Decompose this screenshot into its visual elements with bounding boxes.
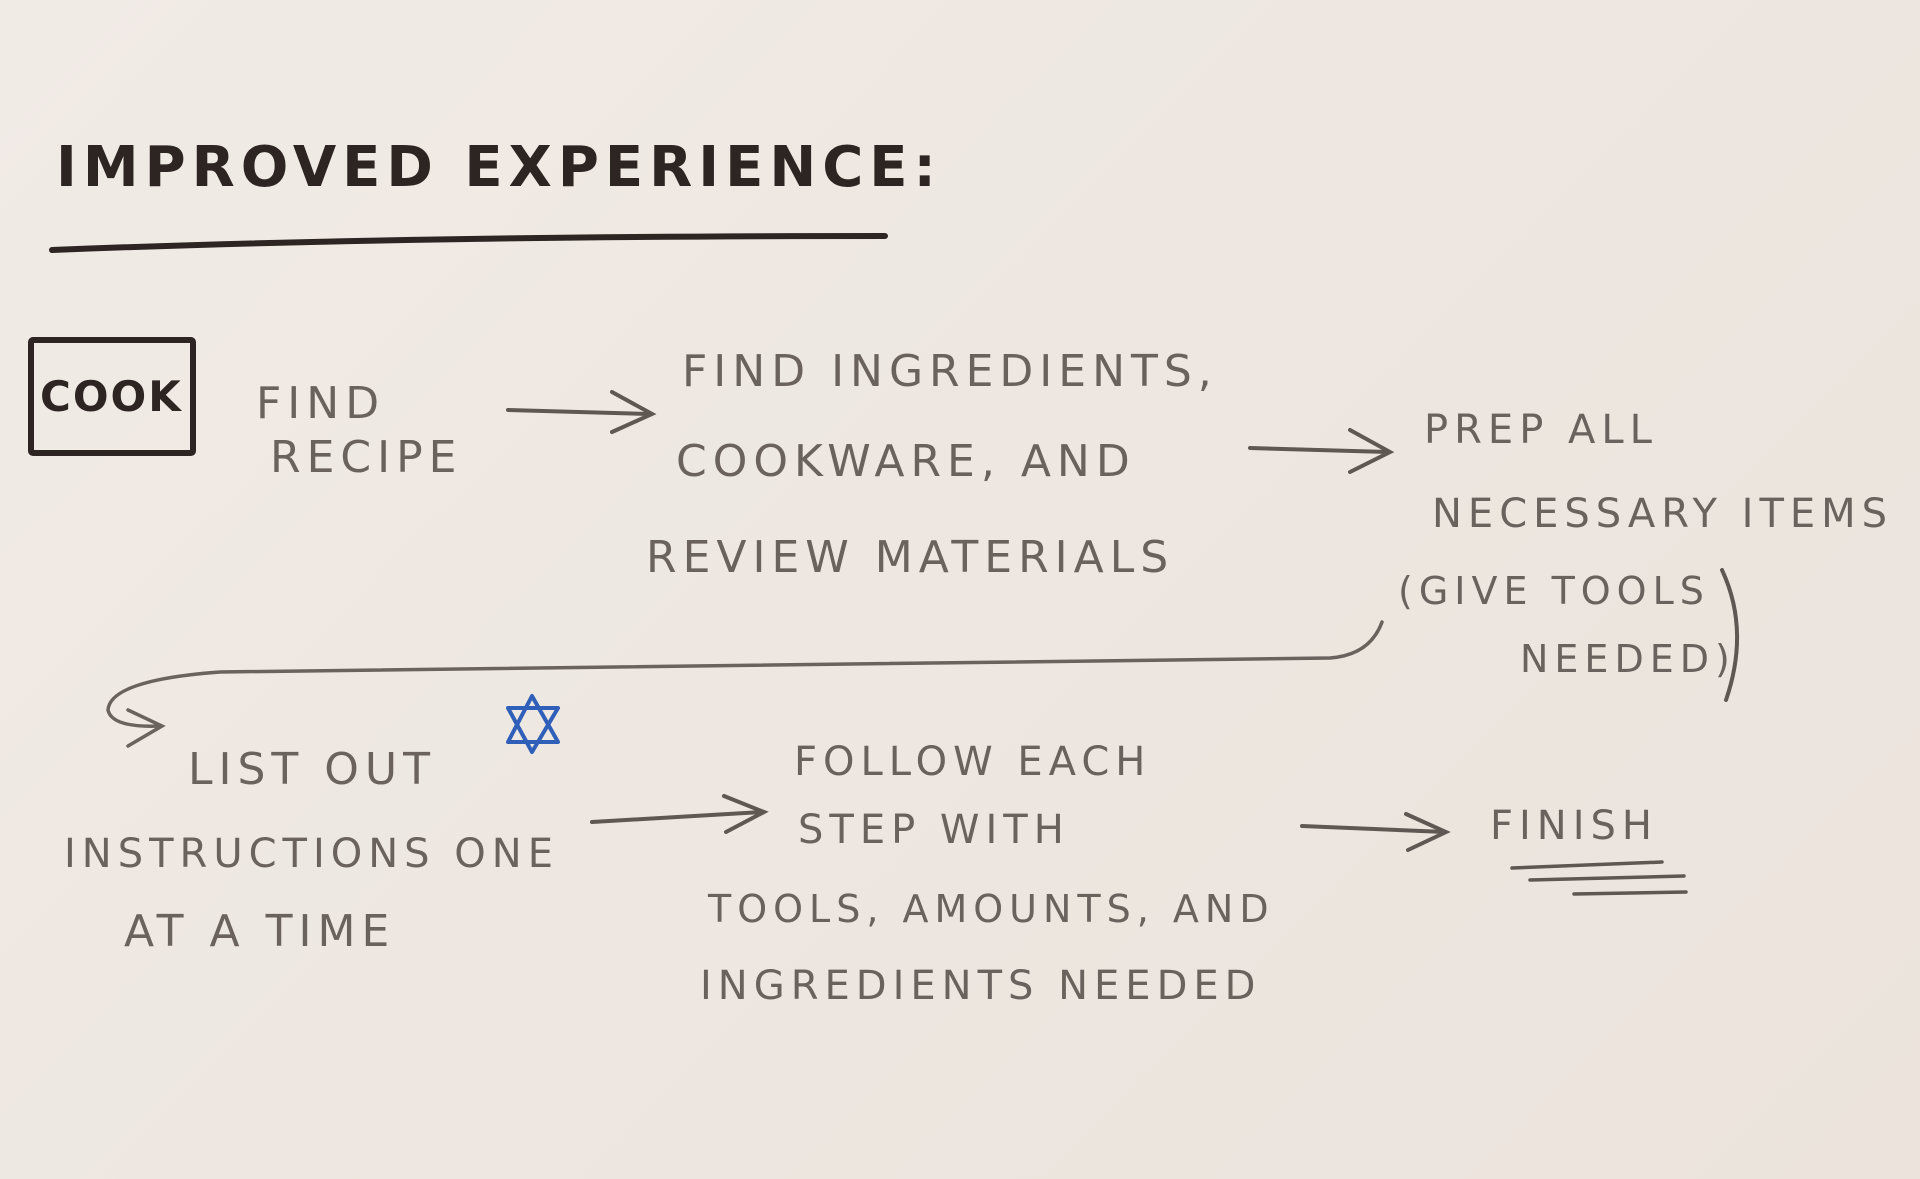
step-find-recipe-line2: RECIPE: [270, 432, 463, 483]
arrow-list-to-follow: [590, 794, 769, 834]
step-list-line3: AT A TIME: [124, 906, 396, 957]
arrow-prep-to-list: [106, 620, 1384, 748]
step-prep-line2: NECESSARY ITEMS: [1432, 491, 1894, 537]
step-prep-line4: NEEDED): [1520, 637, 1736, 681]
page-title: IMPROVED EXPERIENCE:: [56, 135, 942, 200]
step-follow-line1: FOLLOW EACH: [794, 739, 1152, 785]
step-find-recipe-line1: FIND: [256, 378, 386, 429]
step-prep-line1: PREP ALL: [1424, 407, 1658, 453]
step-finish: FINISH: [1490, 803, 1658, 849]
step-list-line2: INSTRUCTIONS ONE: [64, 831, 559, 877]
arrow-follow-to-finish: [1300, 812, 1451, 852]
star-icon: [506, 694, 560, 754]
arrow-find-recipe-to-ingredients: [506, 390, 657, 434]
cook-label: COOK: [40, 372, 183, 421]
finish-underline: [1510, 860, 1688, 896]
step-ingredients-line3: REVIEW MATERIALS: [646, 532, 1175, 583]
step-follow-line2: STEP WITH: [798, 807, 1070, 853]
step-follow-line4: INGREDIENTS NEEDED: [700, 963, 1262, 1009]
paren-stroke: [1720, 568, 1739, 702]
title-underline: [49, 233, 888, 253]
step-ingredients-line2: COOKWARE, AND: [676, 436, 1136, 487]
cook-box: [28, 337, 196, 456]
step-follow-line3: TOOLS, AMOUNTS, AND: [708, 887, 1275, 931]
step-prep-line3: (GIVE TOOLS: [1398, 569, 1710, 613]
step-list-line1: LIST OUT: [188, 744, 436, 795]
arrow-ingredients-to-prep: [1248, 428, 1395, 474]
step-ingredients-line1: FIND INGREDIENTS,: [682, 346, 1218, 397]
